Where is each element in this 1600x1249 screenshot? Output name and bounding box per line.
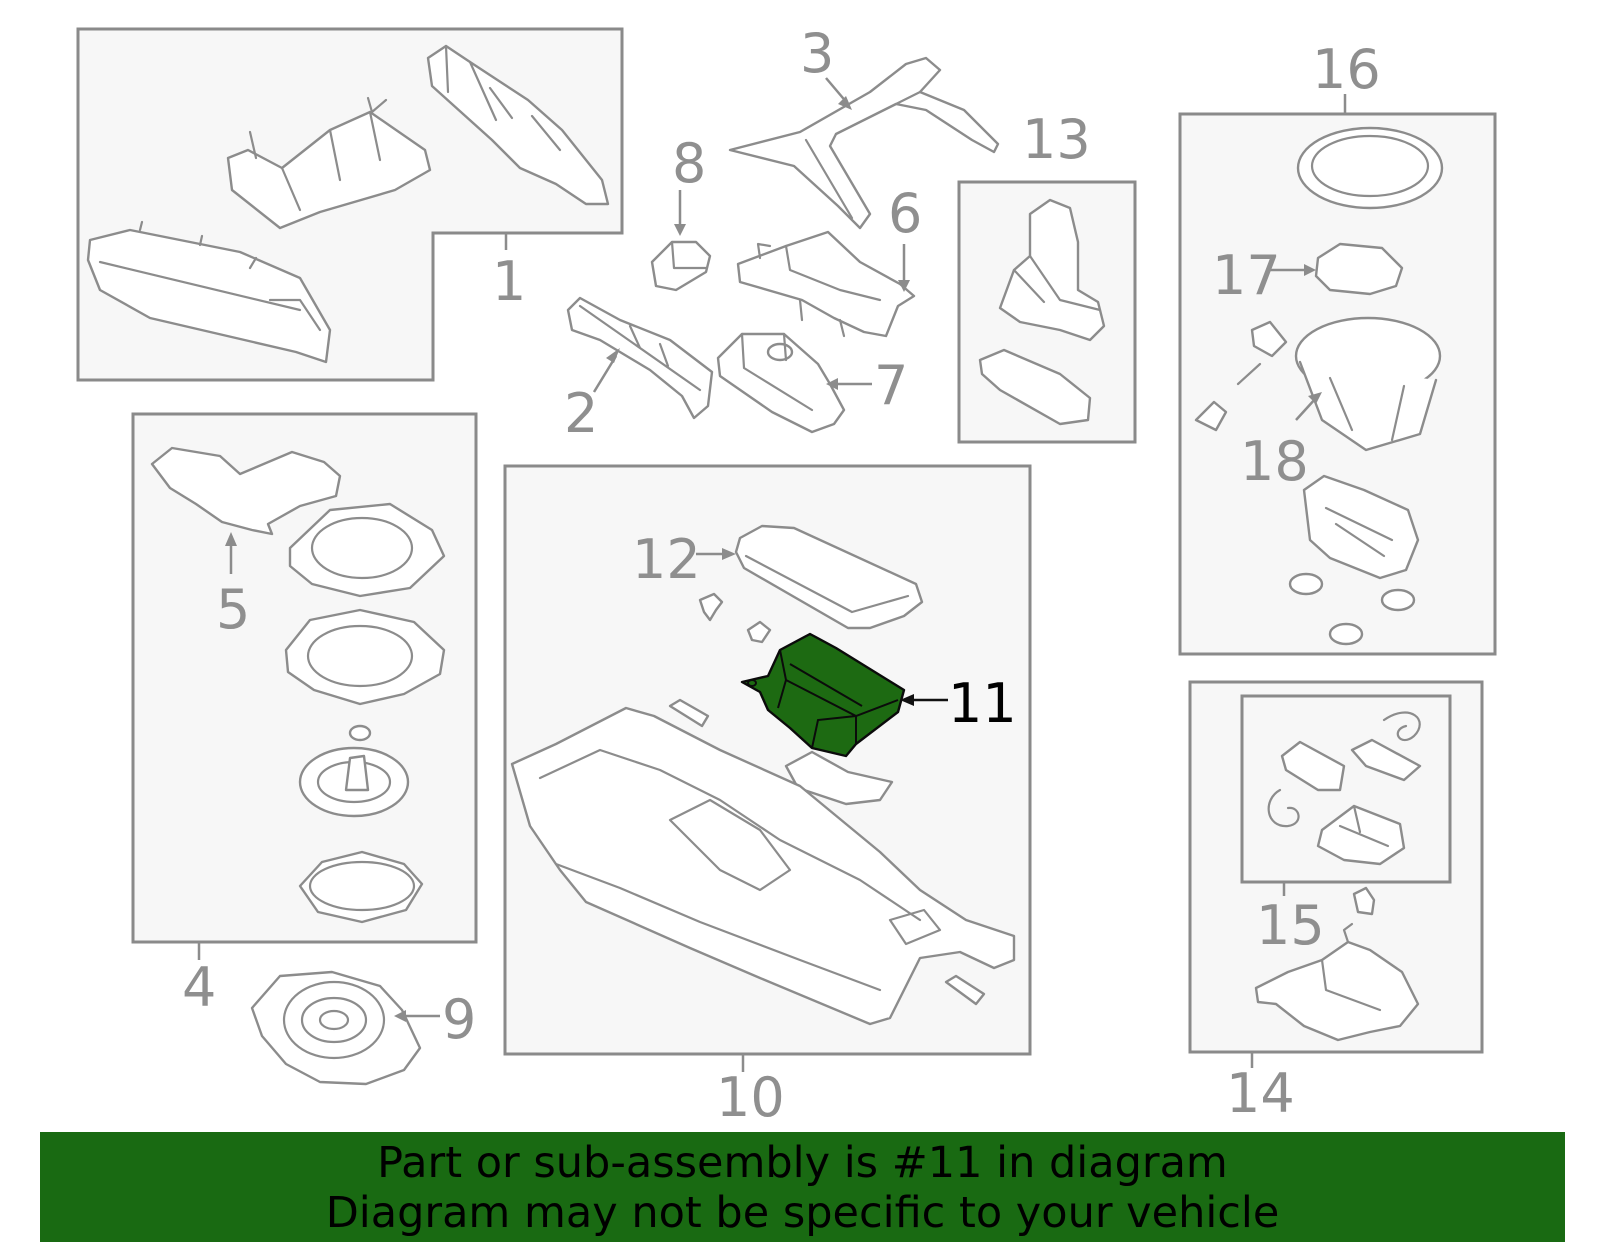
part-10-console: [510, 706, 1016, 1026]
callout-16: 16: [1312, 38, 1381, 101]
group-box-1: [76, 27, 624, 382]
part-5-insulator: [150, 446, 342, 536]
part-1-side-panel: [86, 228, 332, 364]
part-8-clip: [650, 240, 712, 292]
banner-line-1: Part or sub-assembly is #11 in diagram: [377, 1138, 1228, 1188]
callout-4: 4: [182, 956, 216, 1019]
callout-11: 11: [948, 672, 1017, 735]
callout-5: 5: [216, 578, 250, 641]
part-2-rail: [566, 296, 714, 420]
part-1-bezel: [426, 44, 610, 206]
callout-6: 6: [888, 182, 922, 245]
part-16-plate: [1302, 474, 1420, 580]
part-12-lid: [734, 524, 924, 630]
banner-line-2: Diagram may not be specific to your vehi…: [325, 1188, 1280, 1238]
part-3-y-trim: [728, 56, 1000, 230]
callout-14: 14: [1226, 1062, 1295, 1125]
callout-10: 10: [716, 1066, 785, 1129]
part-1-bracket: [226, 110, 432, 230]
callout-9: 9: [442, 988, 476, 1051]
part-17-pad: [1314, 242, 1404, 296]
part-16-ring: [1296, 126, 1444, 210]
part-13-ring: [978, 348, 1092, 426]
callout-15: 15: [1256, 894, 1325, 957]
callout-17: 17: [1212, 244, 1281, 307]
callout-7: 7: [874, 354, 908, 417]
callout-13: 13: [1022, 108, 1091, 171]
part-4-bezel-top: [288, 502, 446, 598]
callout-8: 8: [672, 132, 706, 195]
callout-18: 18: [1240, 430, 1309, 493]
part-7-switch: [716, 332, 846, 434]
callout-1: 1: [492, 250, 526, 313]
callout-3: 3: [800, 22, 834, 85]
part-14-mechanism: [1254, 940, 1420, 1042]
callout-2: 2: [564, 382, 598, 445]
info-banner: Part or sub-assembly is #11 in diagram D…: [40, 1132, 1565, 1242]
callout-12: 12: [632, 528, 701, 591]
